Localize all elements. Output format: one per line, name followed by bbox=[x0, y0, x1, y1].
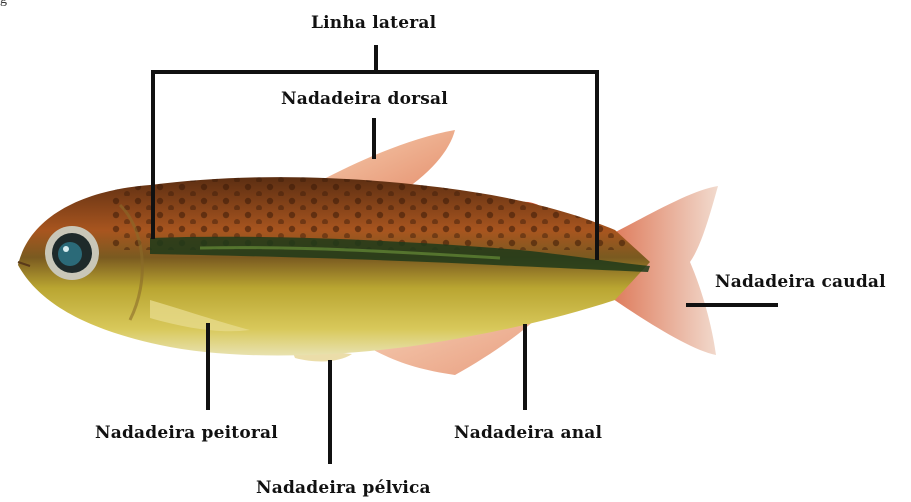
eye-glint bbox=[63, 246, 69, 252]
label-pelvic-fin: Nadadeira pélvica bbox=[256, 478, 431, 498]
label-caudal-fin: Nadadeira caudal bbox=[715, 272, 886, 292]
label-anal-fin: Nadadeira anal bbox=[454, 423, 602, 443]
label-lateral-line: Linha lateral bbox=[311, 13, 436, 33]
label-pectoral-fin: Nadadeira peitoral bbox=[95, 423, 278, 443]
fish-illustration bbox=[18, 130, 718, 375]
eye-pupil bbox=[58, 242, 82, 266]
label-dorsal-fin: Nadadeira dorsal bbox=[281, 89, 448, 109]
